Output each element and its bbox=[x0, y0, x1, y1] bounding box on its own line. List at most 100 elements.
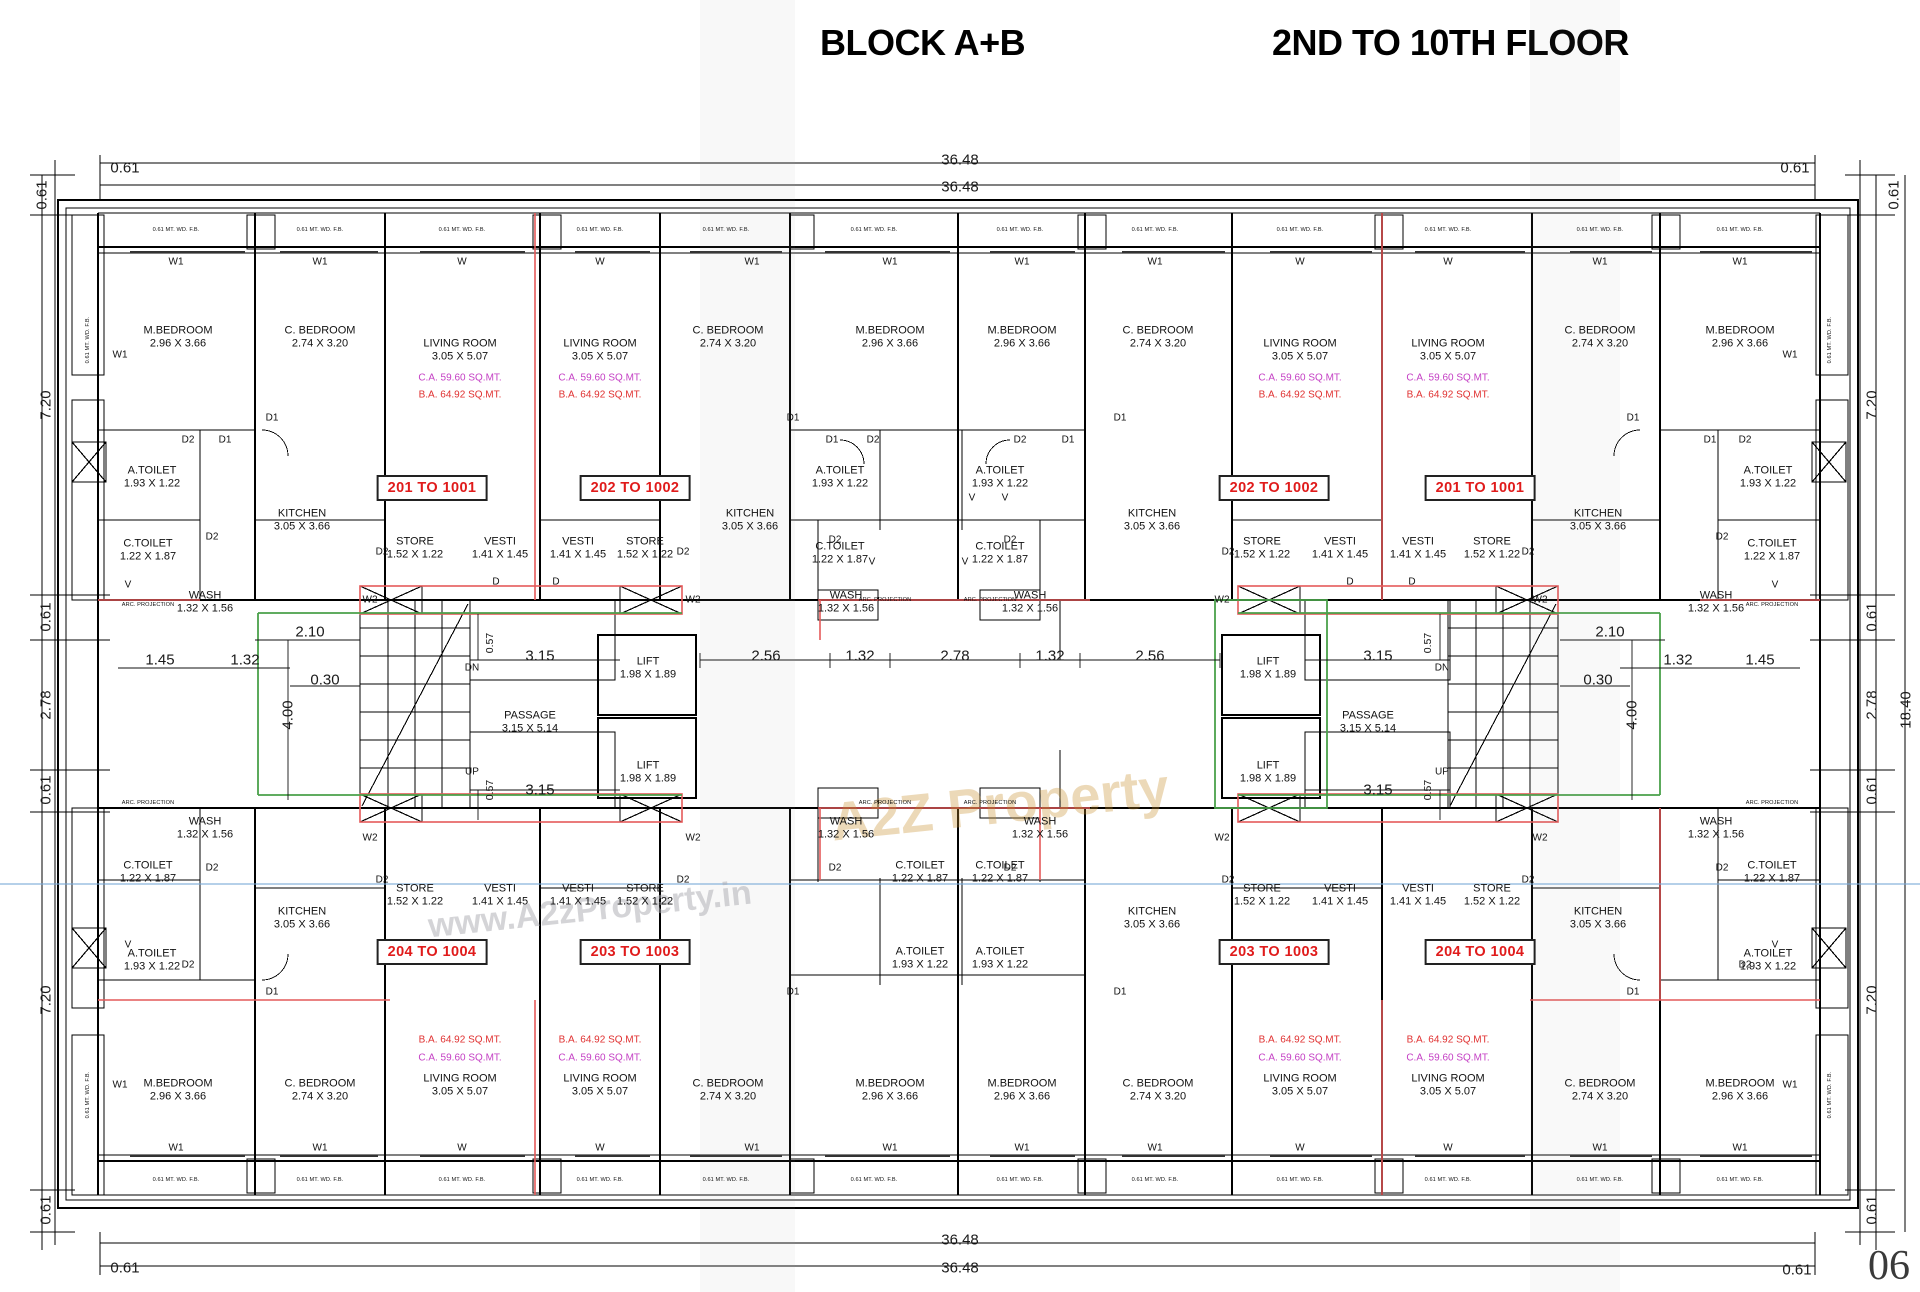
vent-mark-v: V bbox=[1771, 939, 1779, 951]
room-size: 1.32 X 1.56 bbox=[1687, 828, 1745, 840]
window-mark-w1: W1 bbox=[112, 1079, 128, 1091]
room-store: STORE 1.52 X 1.22 bbox=[387, 535, 443, 560]
room-size: 1.52 X 1.22 bbox=[616, 548, 674, 560]
unit-box-203b[interactable]: 203 TO 1003 bbox=[1218, 939, 1330, 965]
room-store: STORE 1.52 X 1.22 bbox=[617, 882, 673, 907]
room-size: 1.93 X 1.22 bbox=[971, 958, 1029, 970]
vent-mark-v: V bbox=[868, 556, 876, 568]
door-mark-d: D bbox=[552, 576, 560, 588]
unit-box-204b[interactable]: 204 TO 1004 bbox=[1424, 939, 1536, 965]
room-name: C. BEDROOM bbox=[1122, 1077, 1194, 1090]
window-mark-w1: W1 bbox=[882, 1142, 898, 1154]
dim-stair-tread-left: 2.10 bbox=[295, 623, 325, 641]
room-size: 3.05 X 3.66 bbox=[1569, 918, 1627, 930]
room-name: LIVING ROOM bbox=[1263, 1072, 1337, 1085]
room-size: 1.98 X 1.89 bbox=[1239, 668, 1297, 680]
room-name: M.BEDROOM bbox=[855, 1077, 925, 1090]
room-common-toilet: C.TOILET 1.22 X 1.87 bbox=[120, 859, 176, 884]
unit-box-203[interactable]: 203 TO 1003 bbox=[579, 939, 691, 965]
door-mark-d: D bbox=[1408, 576, 1416, 588]
dim-corner-bottom-left: 0.61 bbox=[110, 1259, 140, 1277]
door-mark-d1: D1 bbox=[1061, 434, 1075, 446]
unit-box-201[interactable]: 201 TO 1001 bbox=[376, 475, 488, 501]
room-common-toilet: C.TOILET 1.22 X 1.87 bbox=[892, 859, 948, 884]
room-kitchen: KITCHEN 3.05 X 3.66 bbox=[274, 905, 330, 930]
room-size: 3.05 X 3.66 bbox=[1569, 520, 1627, 532]
dim-right-wing-depth: 7.20 bbox=[1863, 390, 1881, 420]
room-master-bedroom: M.BEDROOM 2.96 X 3.66 bbox=[987, 1077, 1056, 1102]
room-attached-toilet: A.TOILET 1.93 X 1.22 bbox=[972, 464, 1028, 489]
room-size: 1.41 X 1.45 bbox=[1389, 895, 1447, 907]
unit-box-204[interactable]: 204 TO 1004 bbox=[376, 939, 488, 965]
room-store: STORE 1.52 X 1.22 bbox=[1464, 882, 1520, 907]
door-mark-d1: D1 bbox=[265, 986, 279, 998]
room-master-bedroom: M.BEDROOM 2.96 X 3.66 bbox=[1705, 324, 1774, 349]
arc-projection-note: ARC. PROJECTION bbox=[121, 601, 175, 608]
window-mark-w1: W1 bbox=[1732, 256, 1748, 268]
dim-small-step-right: 0.30 bbox=[1583, 671, 1613, 689]
window-mark-w2: W2 bbox=[1214, 594, 1230, 606]
room-kitchen: KITCHEN 3.05 X 3.66 bbox=[1570, 507, 1626, 532]
room-child-bedroom: C. BEDROOM 2.74 X 3.20 bbox=[1123, 324, 1194, 349]
dim-overall-bottom-1: 36.48 bbox=[941, 1231, 979, 1249]
room-name: VESTI bbox=[1402, 882, 1434, 895]
dim-center-2: 1.32 bbox=[845, 647, 875, 665]
door-mark-d1: D1 bbox=[265, 412, 279, 424]
room-size: 1.32 X 1.56 bbox=[1687, 602, 1745, 614]
door-mark-d2: D2 bbox=[676, 546, 690, 558]
dim-passage-width-right: 3.15 bbox=[1363, 647, 1393, 665]
room-name: C.TOILET bbox=[1747, 537, 1797, 550]
dim-left-bottom-offset: 0.61 bbox=[37, 1195, 55, 1225]
window-mark-w1: W1 bbox=[1014, 1142, 1030, 1154]
window-note: 0.61 MT. WD. F.B. bbox=[296, 1176, 344, 1183]
area-carpet: C.A. 59.60 SQ.MT. bbox=[418, 1052, 502, 1064]
room-size: 1.22 X 1.87 bbox=[971, 553, 1029, 565]
area-carpet: C.A. 59.60 SQ.MT. bbox=[1258, 1052, 1342, 1064]
room-vestibule: VESTI 1.41 X 1.45 bbox=[1312, 882, 1368, 907]
arc-projection-note: ARC. PROJECTION bbox=[858, 596, 912, 603]
unit-box-202[interactable]: 202 TO 1002 bbox=[579, 475, 691, 501]
room-size: 1.52 X 1.22 bbox=[1233, 895, 1291, 907]
room-size: 2.74 X 3.20 bbox=[699, 1090, 757, 1102]
room-wash: WASH 1.32 X 1.56 bbox=[177, 815, 233, 840]
room-common-toilet: C.TOILET 1.22 X 1.87 bbox=[120, 537, 176, 562]
dim-passage-width-right-b: 3.15 bbox=[1363, 781, 1393, 799]
area-built: B.A. 64.92 SQ.MT. bbox=[558, 1034, 642, 1046]
room-size: 1.93 X 1.22 bbox=[123, 960, 181, 972]
door-mark-d2: D2 bbox=[1003, 862, 1017, 874]
window-mark-w: W bbox=[457, 1142, 467, 1154]
room-name: A.TOILET bbox=[1743, 464, 1793, 477]
room-name: WASH bbox=[829, 815, 863, 828]
room-common-toilet: C.TOILET 1.22 X 1.87 bbox=[812, 540, 868, 565]
room-name: M.BEDROOM bbox=[143, 1077, 213, 1090]
room-store: STORE 1.52 X 1.22 bbox=[1234, 882, 1290, 907]
room-size: 1.93 X 1.22 bbox=[971, 477, 1029, 489]
dim-stair-run-right: 4.00 bbox=[1623, 700, 1641, 730]
door-mark-d1: D1 bbox=[786, 412, 800, 424]
window-note: 0.61 MT. WD. F.B. bbox=[1131, 226, 1179, 233]
room-vestibule: VESTI 1.41 X 1.45 bbox=[1390, 882, 1446, 907]
dim-stair-tread-right: 2.10 bbox=[1595, 623, 1625, 641]
arc-projection-note: ARC. PROJECTION bbox=[858, 799, 912, 806]
room-size: 3.05 X 3.66 bbox=[721, 520, 779, 532]
room-size: 3.05 X 3.66 bbox=[1123, 520, 1181, 532]
door-mark-d2: D2 bbox=[1221, 874, 1235, 886]
door-mark-d2: D2 bbox=[1013, 434, 1027, 446]
unit-box-202b[interactable]: 202 TO 1002 bbox=[1218, 475, 1330, 501]
area-built: B.A. 64.92 SQ.MT. bbox=[1258, 389, 1342, 401]
window-note: 0.61 MT. WD. F.B. bbox=[438, 226, 486, 233]
door-mark-d2: D2 bbox=[375, 546, 389, 558]
room-name: LIFT bbox=[1256, 655, 1280, 668]
window-note: 0.61 MT. WD. F.B. bbox=[1424, 1176, 1472, 1183]
room-wash: WASH 1.32 X 1.56 bbox=[1688, 815, 1744, 840]
room-size: 2.74 X 3.20 bbox=[1571, 337, 1629, 349]
room-vestibule: VESTI 1.41 X 1.45 bbox=[472, 882, 528, 907]
stair-up-label: UP bbox=[465, 766, 479, 778]
room-size: 1.98 X 1.89 bbox=[1239, 772, 1297, 784]
room-store: STORE 1.52 X 1.22 bbox=[387, 882, 443, 907]
door-mark-d2: D2 bbox=[1738, 959, 1752, 971]
unit-box-201b[interactable]: 201 TO 1001 bbox=[1424, 475, 1536, 501]
room-size: 1.52 X 1.22 bbox=[1233, 548, 1291, 560]
room-name: C.TOILET bbox=[815, 540, 865, 553]
room-size: 1.32 X 1.56 bbox=[1001, 602, 1059, 614]
